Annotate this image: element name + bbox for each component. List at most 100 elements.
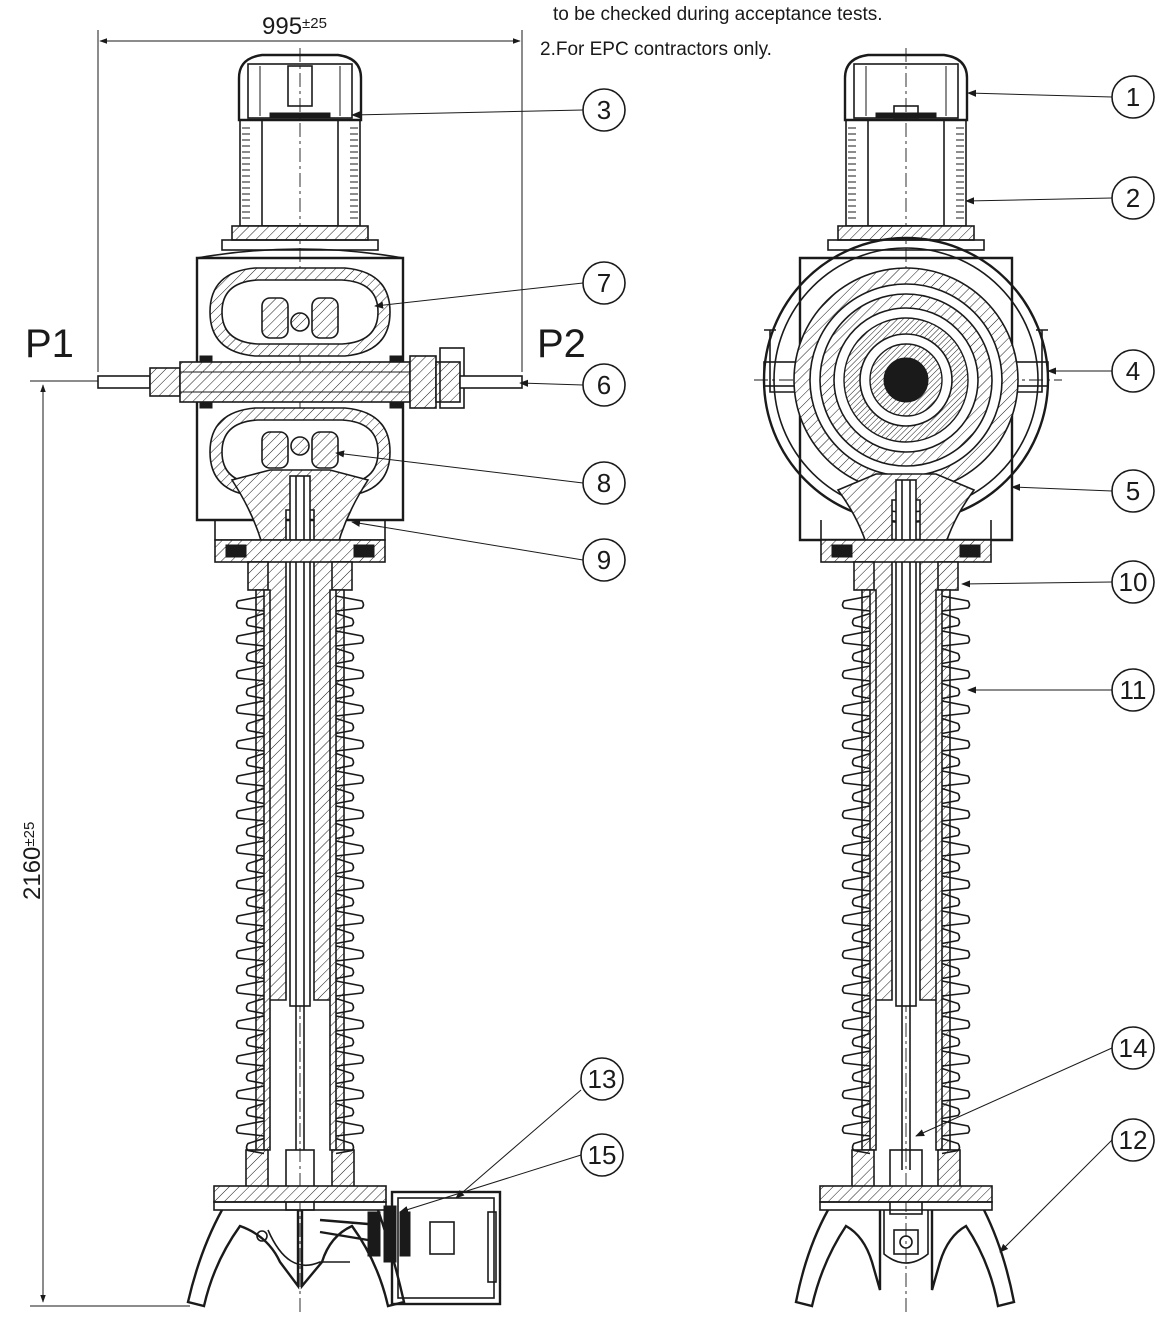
balloon-10: 10 — [1111, 560, 1155, 604]
insulator-shed — [941, 875, 971, 892]
insulator-shed — [335, 1050, 365, 1067]
insulator-shed — [235, 700, 265, 717]
svg-text:13: 13 — [588, 1064, 617, 1094]
insulator-shed — [235, 945, 265, 962]
insulator-shed — [941, 717, 961, 735]
insulator-shed — [335, 630, 365, 647]
insulator-shed — [941, 945, 971, 962]
insulator-shed — [245, 997, 265, 1015]
balloon-14: 14 — [1111, 1026, 1155, 1070]
insulator-shed — [235, 910, 265, 927]
width-dimension: 995±25 — [97, 13, 523, 372]
insulator-shed — [941, 962, 961, 980]
insulator-shed — [941, 857, 961, 875]
insulator-shed — [235, 735, 265, 752]
note-line-1: to be checked during acceptance tests. — [553, 4, 883, 25]
balloon-4: 4 — [1111, 349, 1155, 393]
insulator-shed — [335, 980, 365, 997]
insulator-shed — [335, 927, 355, 945]
insulator-shed — [335, 647, 355, 665]
insulator-shed — [235, 1050, 265, 1067]
insulator-shed — [851, 1032, 871, 1050]
height-dimension-value: 2160±25 — [19, 822, 46, 900]
width-dimension-value: 995±25 — [262, 13, 327, 40]
balloon-8: 8 — [582, 461, 626, 505]
insulator-shed — [245, 927, 265, 945]
svg-text:15: 15 — [588, 1140, 617, 1170]
insulator-shed — [841, 595, 871, 612]
svg-text:6: 6 — [597, 370, 611, 400]
leader-13 — [455, 1089, 582, 1199]
insulator-shed — [335, 735, 365, 752]
insulator-shed — [245, 1102, 265, 1120]
leader-15 — [399, 1154, 582, 1214]
insulator-shed — [841, 735, 871, 752]
insulator-shed — [245, 1067, 265, 1085]
insulator-shed — [851, 787, 871, 805]
insulator-shed — [941, 1050, 971, 1067]
insulator-shed — [941, 735, 971, 752]
insulator-shed — [335, 945, 365, 962]
insulator-shed — [335, 1137, 355, 1155]
insulator-shed — [245, 717, 265, 735]
balloon-6: 6 — [582, 363, 626, 407]
insulator-shed — [841, 770, 871, 787]
insulator-shed — [941, 822, 961, 840]
height-dimension: 2160±25 — [19, 380, 190, 1307]
insulator-shed — [851, 717, 871, 735]
insulator-shed — [941, 1137, 961, 1155]
insulator-shed — [841, 1085, 871, 1102]
insulator-shed — [335, 700, 365, 717]
balloon-11: 11 — [1111, 668, 1155, 712]
insulator-shed — [841, 910, 871, 927]
insulator-shed — [941, 647, 961, 665]
leader-lines — [335, 89, 1113, 1253]
insulator-shed — [841, 665, 871, 682]
insulator-shed — [841, 1050, 871, 1067]
insulator-shed — [841, 805, 871, 822]
insulator-shed — [941, 840, 971, 857]
insulator-shed — [941, 1067, 961, 1085]
insulator-shed — [851, 997, 871, 1015]
balloon-13: 13 — [580, 1057, 624, 1101]
left-bellows — [242, 127, 358, 219]
insulator-shed — [335, 1085, 365, 1102]
insulator-shed — [335, 665, 365, 682]
notes: to be checked during acceptance tests. 2… — [540, 4, 883, 60]
insulator-shed — [235, 595, 265, 612]
leader-6 — [519, 379, 584, 387]
balloon-1: 1 — [1111, 75, 1155, 119]
insulator-shed — [245, 647, 265, 665]
insulator-shed — [335, 1015, 365, 1032]
insulator-shed — [335, 787, 355, 805]
svg-text:7: 7 — [597, 268, 611, 298]
leader-3 — [351, 109, 584, 119]
insulator-shed — [941, 1032, 961, 1050]
insulator-shed — [851, 1102, 871, 1120]
svg-text:2: 2 — [1126, 183, 1140, 213]
insulator-shed — [245, 1137, 265, 1155]
terminal-block — [319, 1205, 411, 1263]
balloon-15: 15 — [580, 1133, 624, 1177]
insulator-shed — [841, 945, 871, 962]
svg-text:9: 9 — [597, 545, 611, 575]
svg-text:14: 14 — [1119, 1033, 1148, 1063]
insulator-shed — [941, 1015, 971, 1032]
leader-12 — [999, 1139, 1113, 1253]
balloon-9: 9 — [582, 538, 626, 582]
insulator-shed — [235, 630, 265, 647]
insulator-shed — [941, 752, 961, 770]
insulator-shed — [941, 612, 961, 630]
insulator-shed — [941, 892, 961, 910]
insulator-shed — [245, 682, 265, 700]
insulator-shed — [335, 717, 355, 735]
right-insulator-sheds — [841, 590, 971, 1155]
insulator-shed — [841, 1015, 871, 1032]
insulator-shed — [851, 682, 871, 700]
insulator-shed — [851, 1137, 871, 1155]
insulator-shed — [245, 822, 265, 840]
insulator-shed — [335, 875, 365, 892]
insulator-shed — [335, 892, 355, 910]
insulator-shed — [245, 892, 265, 910]
leader-14 — [915, 1047, 1113, 1137]
